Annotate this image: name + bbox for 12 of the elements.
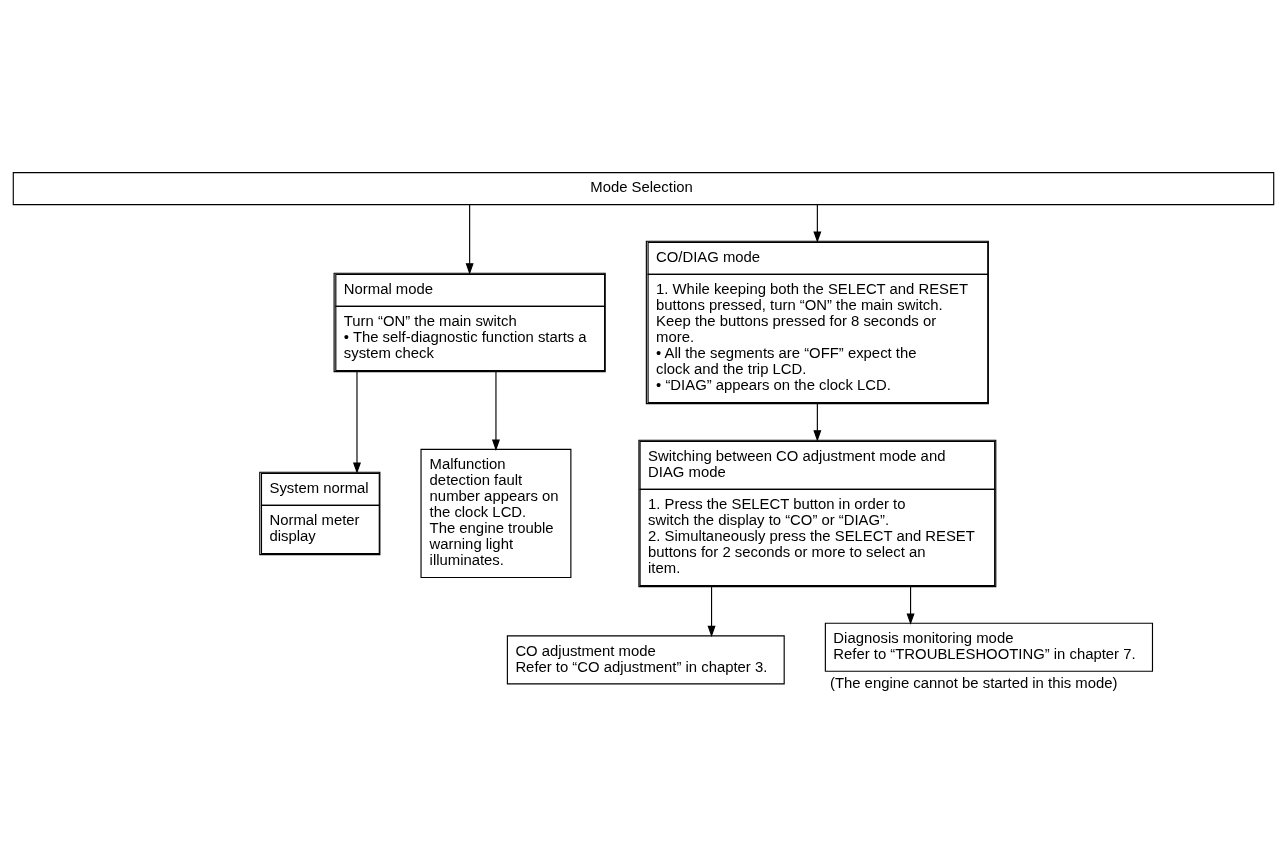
node-box: CO adjustment mode Refer to “CO adjustment” in chapter 3. xyxy=(506,634,785,684)
node-box: Diagnosis monitoring mode Refer to “TROUBLESHOOTING” in chapter 7. xyxy=(824,622,1154,672)
arrow xyxy=(813,402,822,442)
node-box: Mode Selection xyxy=(12,171,1275,205)
arrow xyxy=(491,370,500,451)
arrow xyxy=(813,203,822,243)
arrow xyxy=(465,203,474,275)
arrow xyxy=(352,370,361,474)
node-label: (The engine cannot be started in this mode) xyxy=(829,674,1118,691)
arrow xyxy=(906,585,915,625)
node-box: Malfunction detection fault number appears on the clock LCD. The engine trouble warning light illuminates. xyxy=(420,448,572,578)
arrow xyxy=(707,585,716,637)
